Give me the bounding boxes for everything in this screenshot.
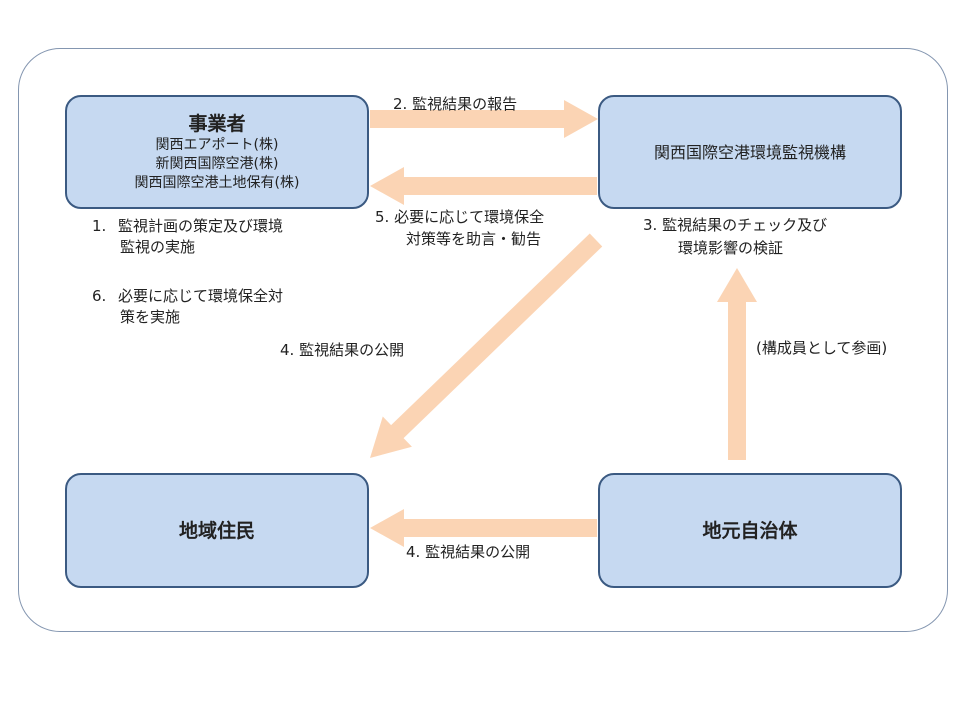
step6-line1: 必要に応じて環境保全対	[118, 287, 284, 305]
monitor-org-title: 関西国際空港環境監視機構	[653, 142, 846, 162]
step3-line2: 環境影響の検証	[678, 239, 784, 257]
step5-line2: 対策等を助言・勧告	[406, 230, 542, 248]
step1-line1: 監視計画の策定及び環境	[118, 217, 284, 235]
arrow-advise	[370, 167, 597, 205]
step1-label: 1. 監視計画の策定及び環境 監視の実施	[92, 216, 283, 258]
local-gov-title: 地元自治体	[702, 519, 798, 542]
step3-line1: 3. 監視結果のチェック及び	[643, 216, 828, 234]
operator-member: 関西国際空港土地保有(株)	[134, 174, 300, 191]
residents-title: 地域住民	[178, 519, 255, 542]
arrow-publish-diagonal	[370, 233, 603, 458]
participation-label: (構成員として参画)	[756, 339, 888, 357]
local-gov-box: 地元自治体	[598, 473, 902, 588]
step1-line2: 監視の実施	[120, 238, 196, 256]
step1-number: 1.	[92, 217, 107, 235]
arrow-report	[370, 100, 598, 138]
step2-label: 2. 監視結果の報告	[393, 95, 518, 113]
step6-number: 6.	[92, 287, 107, 305]
monitor-org-box: 関西国際空港環境監視機構	[598, 95, 902, 209]
step6-line2: 策を実施	[120, 308, 181, 326]
operators-title: 事業者	[188, 112, 246, 135]
arrow-publish-bottom	[370, 509, 597, 547]
arrow-participate	[717, 268, 757, 460]
operators-box: 事業者 関西エアポート(株) 新関西国際空港(株) 関西国際空港土地保有(株)	[65, 95, 369, 209]
operator-member: 新関西国際空港(株)	[155, 155, 279, 172]
step4-bottom-label: 4. 監視結果の公開	[406, 543, 531, 561]
step6-label: 6. 必要に応じて環境保全対 策を実施	[92, 286, 283, 328]
diagram-frame	[18, 48, 948, 632]
residents-box: 地域住民	[65, 473, 369, 588]
operator-member: 関西エアポート(株)	[155, 136, 279, 153]
step5-line1: 5. 必要に応じて環境保全	[375, 208, 545, 226]
step4-diagonal-label: 4. 監視結果の公開	[280, 341, 405, 359]
